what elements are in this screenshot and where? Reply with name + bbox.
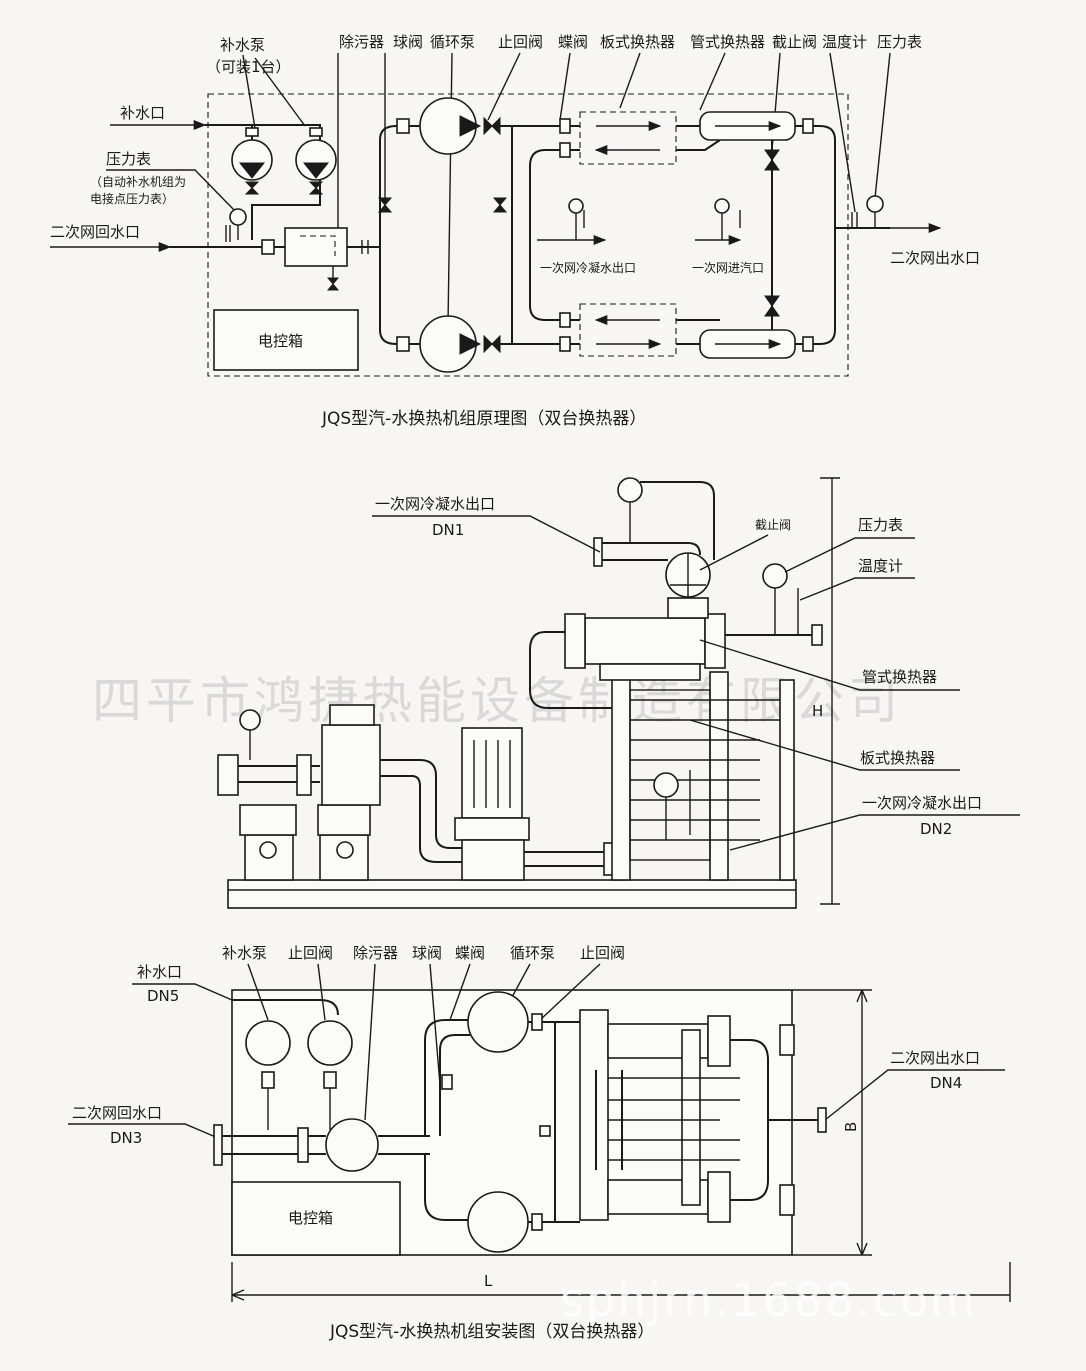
label-width: B [842, 1122, 860, 1132]
label-primary-condensate-dn2: 一次网冷凝水出口 [862, 794, 982, 812]
label-thermometer: 温度计 [822, 33, 867, 51]
label-plan-ball-valve: 球阀 [412, 944, 442, 962]
label-plan-control-box: 电控箱 [288, 1209, 333, 1227]
label-tube-hx: 管式换热器 [690, 33, 765, 51]
label-dn3: DN3 [110, 1129, 142, 1147]
label-plan-strainer: 除污器 [353, 944, 398, 962]
circ-pump-elev [461, 727, 523, 819]
plan-plate-hx [579, 1009, 609, 1221]
label-secondary-supply: 二次网出水口 [890, 249, 980, 267]
label-dn2: DN2 [920, 820, 952, 838]
plan-strainer [325, 1118, 379, 1172]
label-makeup-inlet: 补水口 [120, 104, 165, 122]
plan-control-box [231, 1181, 401, 1256]
label-pressure-gauge: 压力表 [877, 33, 922, 51]
label-thermometer-elev: 温度计 [858, 557, 903, 575]
plate-hx-frame-right [709, 671, 729, 881]
label-length: L [484, 1272, 493, 1290]
label-pressure-gauge-left: 压力表 [106, 150, 151, 168]
pressure-gauge-elev [762, 563, 788, 589]
strainer [284, 227, 348, 267]
label-primary-steam: 一次网进汽口 [692, 260, 764, 275]
schematic-diagram: 补水泵 （可装1台） 除污器 球阀 循环泵 止回阀 蝶阀 板式换热器 管式换热器… [50, 33, 980, 429]
tube-hx-elev [584, 617, 706, 665]
label-plate-hx-elev: 板式换热器 [860, 749, 935, 767]
label-plan-secondary-return: 二次网回水口 [72, 1104, 162, 1122]
plan-circ-pump-1 [467, 991, 529, 1053]
makeup-pump-2 [295, 139, 337, 181]
strainer-elev [321, 724, 381, 806]
label-plan-check-valve-2: 止回阀 [580, 944, 625, 962]
label-ball-valve: 球阀 [393, 33, 423, 51]
plan-circ-pump-2 [467, 1191, 529, 1253]
watermark-url: sphjrn.1688.com [560, 1273, 977, 1327]
schematic-title: JQS型汽-水换热机组原理图（双台换热器） [321, 409, 646, 429]
label-butterfly-valve: 蝶阀 [558, 33, 588, 51]
plan-diagram: 补水泵 止回阀 除污器 球阀 蝶阀 循环泵 止回阀 补水口 DN5 二次网回水口… [68, 944, 1011, 1342]
plate-hx-1 [579, 111, 677, 165]
plan-makeup-pump-1 [245, 1020, 291, 1066]
control-box-schematic [213, 309, 359, 371]
label-primary-condensate-dn1: 一次网冷凝水出口 [375, 495, 495, 513]
base-frame [227, 879, 797, 909]
label-dn4: DN4 [930, 1074, 962, 1092]
makeup-pump-1 [231, 139, 273, 181]
label-control-box: 电控箱 [258, 332, 303, 350]
plate-hx-elev [629, 689, 711, 861]
label-secondary-return: 二次网回水口 [50, 223, 140, 241]
label-plan-makeup-pump: 补水泵 [222, 944, 267, 962]
label-check-valve: 止回阀 [498, 33, 543, 51]
label-height: H [812, 702, 823, 720]
label-pg-note-2: 电接点压力表） [90, 191, 174, 206]
label-plate-hx: 板式换热器 [600, 33, 675, 51]
label-primary-condensate: 一次网冷凝水出口 [540, 260, 636, 275]
label-makeup-pump-note: （可装1台） [206, 58, 291, 76]
plan-title: JQS型汽-水换热机组安装图（双台换热器） [329, 1322, 654, 1342]
label-plan-makeup-inlet: 补水口 [137, 963, 182, 981]
label-strainer: 除污器 [339, 33, 384, 51]
label-plan-circ-pump: 循环泵 [510, 944, 555, 962]
plan-makeup-pump-2 [307, 1020, 353, 1066]
label-stop-valve: 截止阀 [772, 33, 817, 51]
label-plan-butterfly-valve: 蝶阀 [455, 944, 485, 962]
return-valve [261, 239, 275, 255]
label-plan-secondary-supply: 二次网出水口 [890, 1049, 980, 1067]
label-circ-pump: 循环泵 [430, 33, 475, 51]
label-pressure-gauge-elev: 压力表 [858, 516, 903, 534]
pressure-gauge-supply [866, 195, 884, 213]
label-makeup-pump: 补水泵 [220, 36, 265, 54]
pressure-gauge-return [229, 208, 247, 226]
label-pg-note-1: （自动补水机组为 [90, 175, 186, 189]
label-stop-valve-elev: 截止阀 [755, 518, 791, 532]
label-dn5: DN5 [147, 987, 179, 1005]
label-plan-check-valve: 止回阀 [288, 944, 333, 962]
label-tube-hx-elev: 管式换热器 [862, 668, 937, 686]
plate-hx-frame-left [611, 671, 631, 881]
unit-boundary [207, 93, 849, 377]
label-dn1: DN1 [432, 521, 464, 539]
plate-hx-2 [579, 303, 677, 357]
elevation-diagram: H 一次网冷凝水出口 DN1 截止阀 压力表 温度计 管式换热器 板式换热器 一… [217, 477, 1020, 909]
